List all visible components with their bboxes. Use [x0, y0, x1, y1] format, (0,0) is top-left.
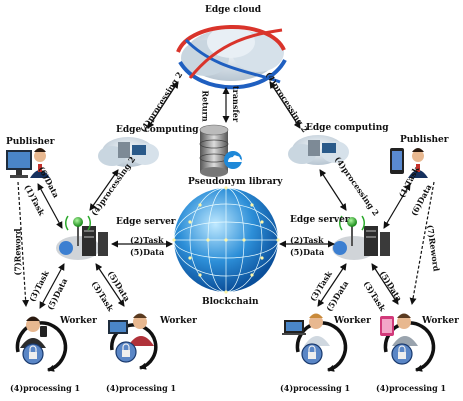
arrow-server-worker-3 — [317, 263, 347, 307]
arrow-publisher-server-left — [37, 183, 63, 229]
arrow-cloud-right-computing — [269, 81, 301, 129]
worker-3-icon — [282, 313, 348, 372]
arrow-publisher-server-right — [383, 183, 411, 229]
worker-1-icon — [15, 316, 68, 372]
blockchain-label: Blockchain — [202, 297, 259, 307]
publisher-right-icon — [390, 148, 428, 178]
arrow-computing-server-right — [319, 169, 347, 211]
edge-label-task-mid-left: (2)Task — [130, 235, 164, 245]
worker-3-label: Worker — [334, 316, 371, 326]
publisher-left-icon — [6, 148, 50, 178]
blockchain-globe-icon — [172, 186, 280, 294]
flow-arrows — [17, 81, 435, 309]
edge-server-right-label: Edge server — [290, 215, 350, 225]
edge-label-data-mid-right: (5)Data — [290, 247, 325, 257]
edge-computing-left-icon — [98, 137, 159, 167]
worker-1-label: Worker — [60, 316, 97, 326]
pseudonym-library-label: Pseudonym library — [188, 177, 283, 187]
arrow-cloud-left-computing — [147, 81, 179, 129]
edge-server-left-icon — [56, 215, 108, 260]
edge-computing-right-label: Edge computing — [306, 123, 389, 133]
arrow-server-worker-2 — [95, 263, 125, 307]
edge-cloud-label: Edge cloud — [205, 5, 262, 15]
edge-label-task-mid-right: (2)Task — [290, 235, 324, 245]
edge-label-data-mid-left: (5)Data — [130, 247, 165, 257]
publisher-right-label: Publisher — [400, 135, 449, 145]
edge-computing-left-label: Edge computing — [116, 125, 199, 135]
edge-server-left-label: Edge server — [116, 217, 176, 227]
worker-4-icon — [380, 313, 436, 372]
worker-2-icon — [108, 313, 158, 370]
arrow-reword-right — [409, 181, 435, 305]
edge-label-processing1-1: (4)processing 1 — [10, 383, 81, 393]
worker-2-label: Worker — [160, 316, 197, 326]
edge-label-reword-left: (7)Reword — [12, 228, 23, 276]
edge-label-processing1-2: (4)processing 1 — [106, 383, 177, 393]
arrow-server-worker-4 — [371, 263, 399, 305]
edge-computing-right-icon — [288, 135, 349, 165]
publisher-left-label: Publisher — [6, 137, 55, 147]
edge-label-return: Return — [200, 90, 211, 122]
edge-server-right-icon — [332, 215, 390, 260]
edge-label-processing1-4: (4)processing 1 — [376, 383, 447, 393]
arrow-server-worker-1 — [39, 263, 65, 309]
edge-cloud-icon — [176, 25, 287, 90]
arrow-computing-server-left — [89, 169, 119, 211]
arrow-reword-left — [17, 181, 30, 307]
worker-4-label: Worker — [422, 316, 459, 326]
pseudonym-library-icon — [199, 124, 242, 177]
edge-label-transfer: transfer — [231, 85, 242, 123]
edge-label-processing1-3: (4)processing 1 — [280, 383, 351, 393]
